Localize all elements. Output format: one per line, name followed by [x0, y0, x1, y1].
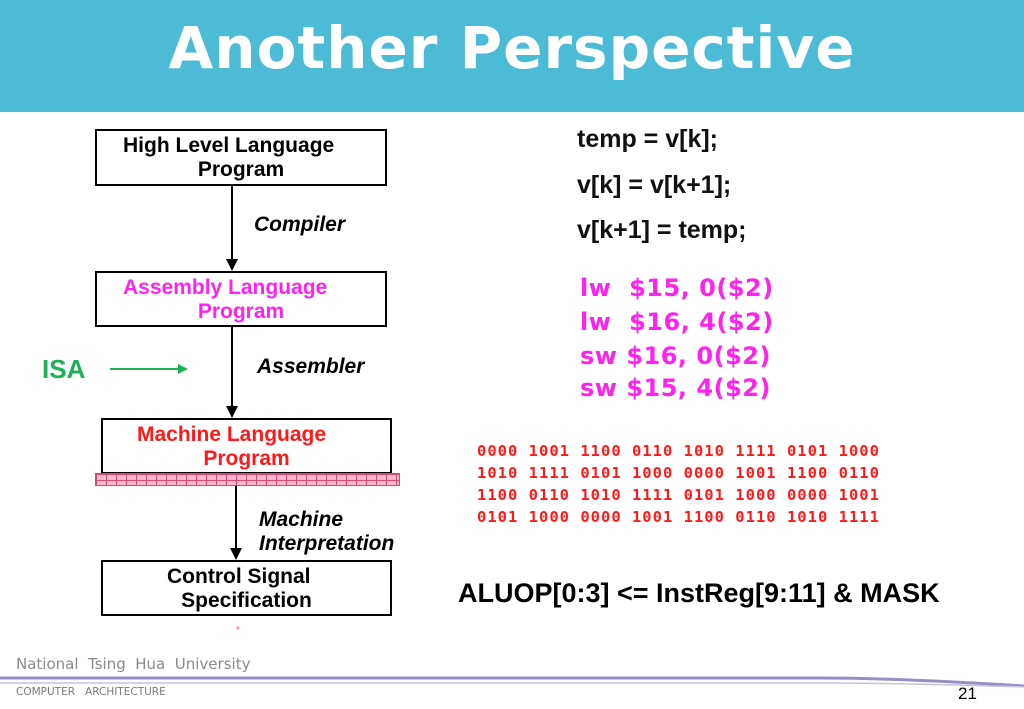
small-dot: °: [236, 626, 240, 637]
assembler-arrow-head: [226, 406, 238, 418]
isa-label: ISA: [42, 354, 86, 384]
control-signal-box: Control Signal Specification: [101, 560, 392, 616]
compiler-arrow-line: [231, 186, 233, 260]
footer-department: COMPUTER ARCHITECTURE: [16, 686, 166, 698]
hll-code-line-3: v[k+1] = temp;: [577, 216, 747, 244]
compiler-label: Compiler: [254, 213, 346, 236]
hll-line-1: High Level Language: [123, 134, 335, 157]
machine-interp-label-1: Machine: [259, 508, 344, 531]
control-line-1: Control Signal: [167, 565, 311, 588]
hll-line-2: Program: [197, 158, 285, 181]
control-line-2: Specification: [181, 589, 312, 612]
binary-line-2: 1010 1111 0101 1000 0000 1001 1100 0110: [477, 464, 880, 482]
binary-line-1: 0000 1001 1100 0110 1010 1111 0101 1000: [477, 442, 880, 460]
asm-line-1: Assembly Language: [123, 276, 328, 299]
slide-title: Another Perspective: [168, 14, 856, 82]
page-number: 21: [958, 684, 977, 703]
machine-line-2: Program: [203, 447, 290, 470]
hll-code-line-1: temp = v[k];: [577, 125, 719, 153]
asm-code-line-3: sw $16, 0($2): [580, 342, 771, 370]
footer-university: National Tsing Hua University: [16, 655, 251, 673]
machine-interp-label-2: Interpretation: [259, 532, 395, 555]
machine-line-1: Machine Language: [137, 423, 327, 446]
asm-code-line-1: lw $15, 0($2): [580, 274, 774, 302]
binary-line-3: 1100 0110 1010 1111 0101 1000 0000 1001: [477, 486, 880, 504]
interpretation-arrow-head: [230, 548, 242, 560]
hll-program-box: High Level Language Program: [95, 129, 387, 186]
compiler-arrow-head: [226, 259, 238, 271]
binary-line-4: 0101 1000 0000 1001 1100 0110 1010 1111: [477, 508, 880, 526]
asm-line-2: Program: [197, 300, 285, 323]
interpretation-arrow-line: [235, 486, 237, 549]
title-bar: Another Perspective: [0, 0, 1024, 112]
asm-code-line-2: lw $16, 4($2): [580, 308, 774, 336]
asm-code-line-4: sw $15, 4($2): [580, 374, 771, 402]
assembler-label: Assembler: [257, 355, 365, 378]
isa-brick-wall: [95, 473, 400, 486]
footer-divider: [0, 676, 1024, 688]
isa-arrow: [110, 364, 188, 374]
hll-code-line-2: v[k] = v[k+1];: [577, 171, 732, 199]
aluop-statement: ALUOP[0:3] <= InstReg[9:11] & MASK: [458, 578, 940, 608]
assembly-program-box: Assembly Language Program: [95, 271, 387, 327]
machine-program-box: Machine Language Program: [101, 418, 392, 474]
assembler-arrow-line: [231, 327, 233, 407]
